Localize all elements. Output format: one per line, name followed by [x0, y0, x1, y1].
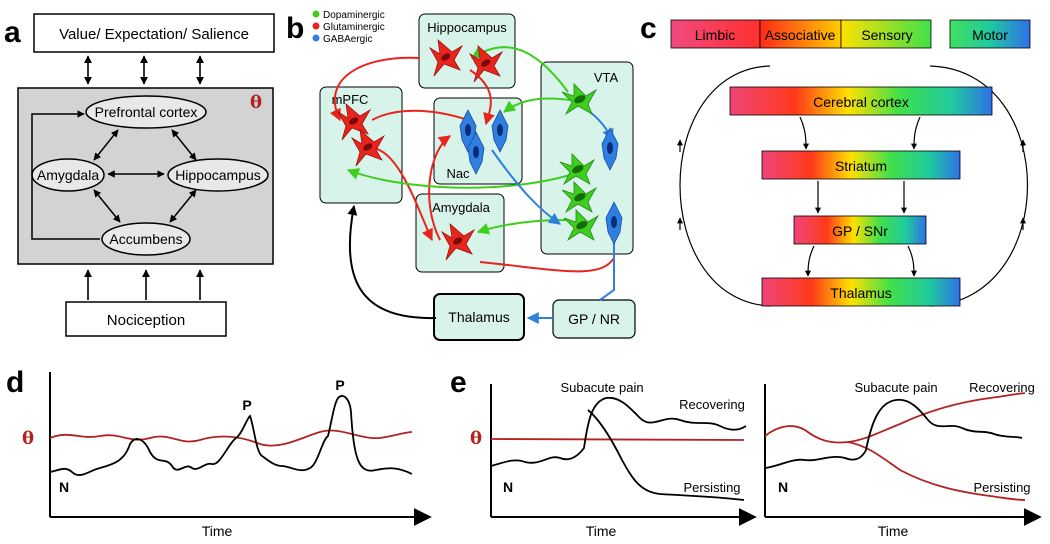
region-thalamus	[433, 293, 525, 341]
e2-subacute-label: Subacute pain	[854, 380, 937, 395]
legend-associative	[759, 19, 842, 49]
region-hippocampus-label: Hippocampus	[427, 20, 507, 35]
e1-xlabel: Time	[586, 523, 617, 539]
panel-a-label: a	[4, 16, 21, 49]
nociception-box	[65, 301, 227, 337]
edge-amy-pfc	[93, 129, 119, 161]
proj-nac-vta	[491, 149, 561, 225]
value-expectation-label: Value/ Expectation/ Salience	[59, 26, 249, 43]
stage-thalamus-label: Thalamus	[830, 285, 891, 301]
node-accumbens-label: Accumbens	[109, 231, 182, 247]
stage-striatum	[761, 150, 961, 180]
node-amygdala-label: Amygdala	[37, 167, 99, 183]
region-nac-label: Nac	[446, 166, 470, 181]
loop-left	[679, 65, 771, 307]
c-arrow-2	[911, 116, 921, 150]
legend-glutaminergic: Glutaminergic	[323, 22, 385, 33]
edge-acc-pfc-loop	[31, 110, 100, 240]
edge-hip-pfc	[171, 129, 197, 161]
node-prefrontal-cortex-label: Prefrontal cortex	[95, 104, 198, 120]
legend-motor-label: Motor	[972, 27, 1008, 43]
e1-n-label: N	[503, 479, 513, 495]
legend-motor	[949, 19, 1031, 49]
node-prefrontal-cortex	[85, 95, 207, 129]
d-n-label: N	[59, 479, 69, 495]
panel-b: b Dopaminergic Glutaminergic GABAergic H…	[286, 10, 636, 341]
stage-cerebral-cortex	[729, 86, 993, 116]
panel-a: a Value/ Expectation/ Salience θ Prefron…	[4, 13, 275, 337]
panel-e: e Time θ N Subacute pain Recovering Pers…	[450, 366, 1042, 539]
e1-persisting-trace	[587, 409, 745, 501]
e1-theta: θ	[470, 428, 482, 449]
stage-striatum-label: Striatum	[835, 158, 887, 174]
panel-c: c Limbic Associative Sensory Motor Cereb…	[640, 12, 1031, 307]
legend-gabaergic: GABAergic	[323, 34, 372, 45]
e2-recovering-threshold	[764, 392, 1026, 444]
d-theta: θ	[22, 428, 34, 449]
panel-e-label: e	[450, 366, 467, 399]
d-xlabel: Time	[202, 523, 233, 539]
proj-amy-nac	[428, 135, 451, 241]
region-vta-label: VTA	[594, 70, 619, 85]
legend-limbic	[670, 19, 761, 49]
legend-dot-dopaminergic	[312, 10, 320, 18]
loop-right	[929, 65, 1028, 307]
region-vta	[540, 61, 634, 255]
panel-d: d Time θ N P P	[6, 366, 432, 539]
panel-c-label: c	[640, 12, 657, 45]
proj-thalamus-mpfc	[347, 205, 437, 320]
node-hippocampus	[167, 158, 269, 192]
legend-associative-label: Associative	[765, 27, 836, 43]
node-hippocampus-label: Hippocampus	[175, 167, 261, 183]
stage-thalamus	[761, 277, 961, 307]
proj-vta-mpfc	[346, 168, 571, 189]
e1-threshold-line	[490, 438, 745, 441]
value-expectation-box	[33, 13, 275, 53]
legend-dot-glutaminergic	[312, 22, 320, 30]
nociception-label: Nociception	[107, 312, 185, 329]
panel-a-theta: θ	[250, 92, 262, 113]
c-arrow-5	[805, 245, 815, 277]
e2-xlabel: Time	[878, 523, 909, 539]
e2-recovering-label: Recovering	[969, 380, 1035, 395]
legend-sensory-label: Sensory	[861, 27, 912, 43]
c-arrow-6	[907, 245, 917, 277]
c-arrow-1	[799, 116, 809, 150]
panel-d-label: d	[6, 366, 24, 399]
node-accumbens	[101, 222, 191, 256]
region-gp-label: GP / NR	[568, 311, 620, 327]
e1-recovering-label: Recovering	[679, 397, 745, 412]
proj-mpfc-amy	[371, 147, 433, 242]
proj-vta-gp	[599, 240, 615, 301]
d-p-label-1: P	[242, 397, 251, 413]
e2-pain-trace	[764, 398, 1023, 469]
stage-gp-snr-label: GP / SNr	[832, 223, 888, 239]
legend-dot-gabaergic	[312, 34, 320, 42]
d-p-label-2: P	[335, 377, 344, 393]
proj-mpfc-nac	[371, 109, 476, 125]
panel-b-label: b	[286, 12, 304, 45]
legend-sensory	[840, 19, 932, 49]
e1-subacute-label: Subacute pain	[560, 380, 643, 395]
e1-persisting-label: Persisting	[683, 480, 740, 495]
proj-vta-nac	[503, 97, 571, 113]
legend-limbic-label: Limbic	[695, 27, 735, 43]
region-thalamus-label: Thalamus	[448, 309, 509, 325]
stage-cerebral-cortex-label: Cerebral cortex	[813, 94, 909, 110]
edge-amy-acc	[93, 189, 121, 223]
stage-gp-snr	[793, 215, 927, 245]
edge-hip-acc	[169, 189, 197, 223]
proj-amy-vta	[479, 257, 615, 273]
e2-n-label: N	[778, 479, 788, 495]
proj-hip-mpfc	[329, 56, 421, 122]
e1-recovering-trace	[490, 396, 747, 467]
region-amygdala-label: Amygdala	[432, 200, 491, 215]
d-pain-trace	[49, 395, 413, 476]
e2-persisting-label: Persisting	[973, 480, 1030, 495]
e2-persisting-threshold	[847, 441, 1026, 501]
legend-dopaminergic: Dopaminergic	[323, 10, 385, 21]
region-mpfc-label: mPFC	[332, 92, 369, 107]
